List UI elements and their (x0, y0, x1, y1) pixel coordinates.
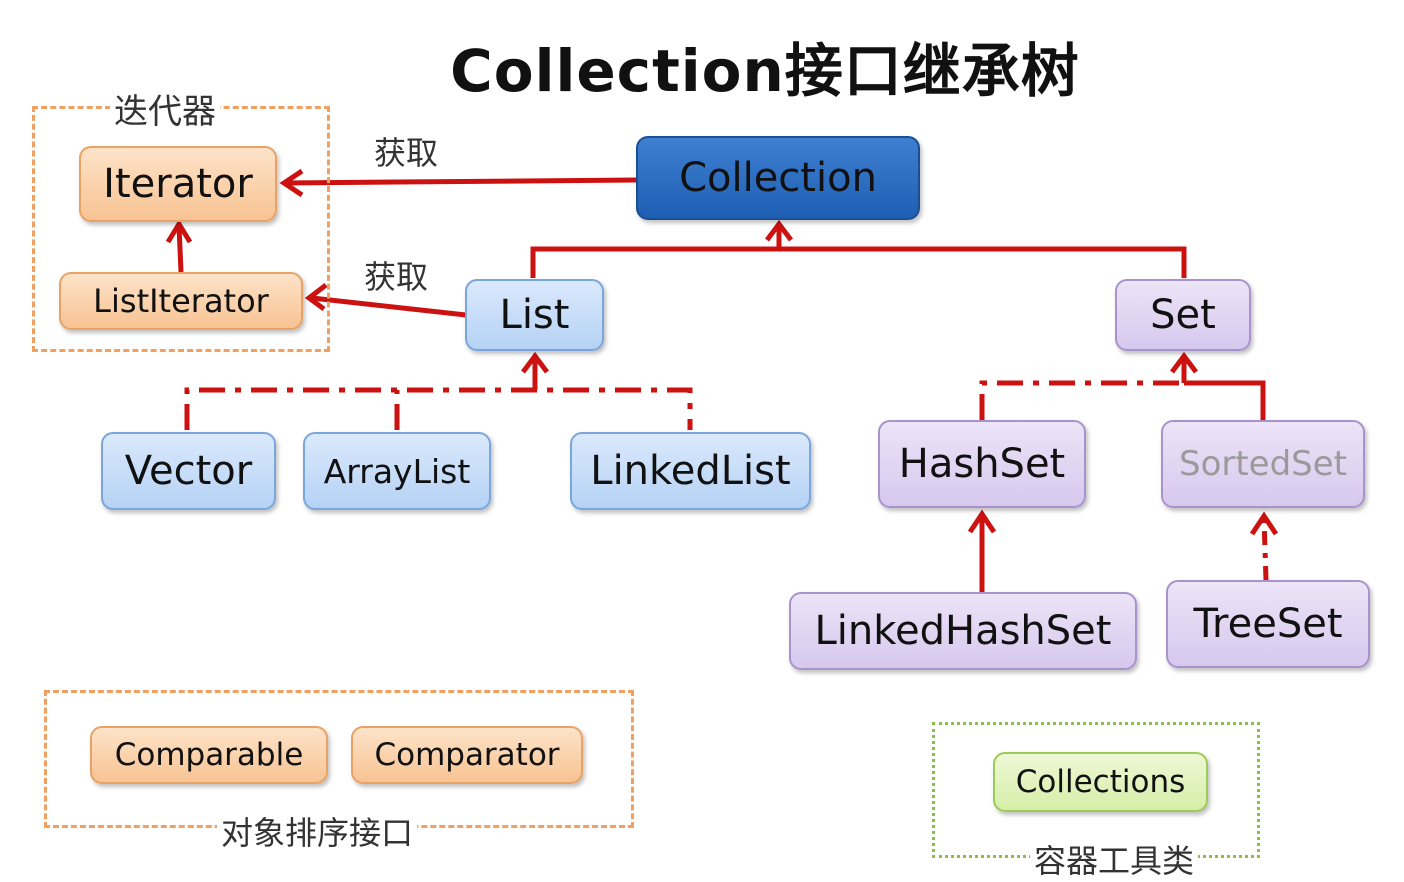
arrowhead-list (521, 351, 549, 374)
page-title: Collection接口继承树 (450, 37, 1080, 105)
iterator-node[interactable]: Iterator (79, 146, 277, 222)
edge-treeset-to-sortedset (1261, 517, 1269, 581)
edge-list-set-to-collection (530, 246, 1187, 278)
sorted-set-node[interactable]: SortedSet (1161, 420, 1365, 508)
comparator-node[interactable]: Comparator (351, 726, 583, 784)
linked-hash-set-node-label: LinkedHashSet (814, 608, 1112, 654)
linked-hash-set-node[interactable]: LinkedHashSet (789, 592, 1137, 670)
set-node-label: Set (1150, 292, 1216, 338)
hash-set-node-label: HashSet (898, 441, 1066, 487)
edge-collection-to-iterator (285, 177, 637, 186)
tree-set-node-label: TreeSet (1193, 601, 1343, 647)
list-node[interactable]: List (465, 279, 604, 351)
edge-list-to-listiterator (311, 295, 467, 318)
collections-node-label: Collections (1015, 764, 1186, 800)
tree-set-node[interactable]: TreeSet (1166, 580, 1370, 668)
collections-node[interactable]: Collections (993, 752, 1208, 812)
arrowhead-hashset (967, 509, 997, 534)
list-iterator-node-label: ListIterator (93, 282, 269, 320)
collection-node[interactable]: Collection (636, 136, 920, 220)
vector-node[interactable]: Vector (101, 432, 276, 510)
array-list-node[interactable]: ArrayList (303, 432, 491, 510)
edge-label-list-to-listiterator: 获取 (364, 258, 429, 296)
hash-set-node[interactable]: HashSet (878, 420, 1086, 508)
edge-hashset-to-set (979, 380, 1184, 420)
linked-list-node[interactable]: LinkedList (570, 432, 811, 510)
utility-group-caption: 容器工具类 (1030, 836, 1199, 882)
edge-list-implementations (184, 387, 693, 430)
array-list-node-label: ArrayList (323, 451, 471, 491)
comparator-node-label: Comparator (374, 737, 560, 773)
arrowhead-collection (765, 219, 793, 242)
edge-label-collection-to-iterator: 获取 (374, 134, 439, 172)
iterator-group-caption: 迭代器 (110, 84, 220, 133)
set-node[interactable]: Set (1115, 279, 1251, 351)
sorting-group-caption: 对象排序接口 (217, 808, 418, 854)
edge-sortedset-to-set (1184, 380, 1266, 420)
comparable-node-label: Comparable (114, 737, 304, 773)
list-iterator-node[interactable]: ListIterator (59, 272, 303, 330)
arrowhead-sortedset (1249, 511, 1279, 536)
comparable-node[interactable]: Comparable (90, 726, 328, 784)
sorted-set-node-label: SortedSet (1178, 444, 1348, 484)
collection-node-label: Collection (679, 155, 877, 201)
vector-node-label: Vector (124, 448, 253, 494)
arrowhead-set (1170, 351, 1198, 374)
list-node-label: List (499, 292, 570, 338)
iterator-node-label: Iterator (103, 161, 253, 207)
linked-list-node-label: LinkedList (590, 448, 791, 494)
